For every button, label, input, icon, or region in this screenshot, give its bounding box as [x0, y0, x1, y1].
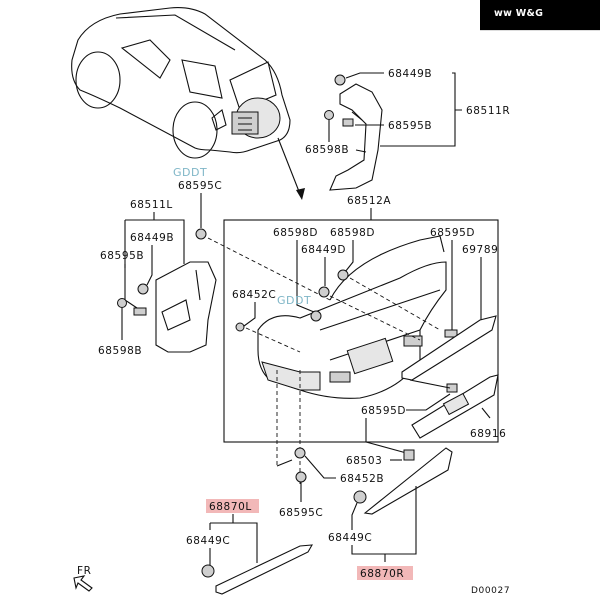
part-label-68449C-left: 68449C	[186, 535, 230, 547]
screw-icon	[444, 329, 458, 338]
part-label-68916: 68916	[470, 428, 506, 440]
part-label-68452C: 68452C	[232, 289, 276, 301]
part-label-68449B: 68449B	[388, 68, 432, 80]
screw-icon	[295, 471, 307, 483]
right-pillar-group: 68449B 68595B 68511R 68598B	[305, 68, 510, 191]
part-label-68598B: 68598B	[305, 144, 349, 156]
front-indicator: FR	[73, 565, 93, 592]
mud-guard-right-group: 68449C 68870R	[328, 447, 453, 580]
clip-icon	[201, 564, 215, 578]
clip-icon	[353, 490, 367, 504]
part-label-68595B-left: 68595B	[100, 250, 144, 262]
screw-icon	[446, 383, 458, 393]
part-label-68595D-top: 68595D	[430, 227, 475, 239]
part-label-68595C-top: 68595C	[178, 180, 222, 192]
fastener-icon	[403, 449, 415, 461]
part-label-68870L: 68870L	[209, 501, 252, 513]
screw-icon	[195, 228, 207, 240]
part-label-68595B: 68595B	[388, 120, 432, 132]
watermark: GDDT	[277, 294, 311, 307]
garnish-upper	[401, 315, 497, 381]
bumper-group-frame	[223, 219, 499, 443]
part-label-68870R: 68870R	[360, 568, 404, 580]
mud-guard-left	[215, 544, 313, 595]
mud-guard-right	[363, 447, 453, 515]
left-pillar-group: 68511L 68449B 68595B 68598B	[98, 199, 217, 357]
grommet-icon	[310, 310, 322, 322]
highlight-68870L	[206, 499, 259, 513]
highlight-68870R	[357, 566, 413, 580]
clip-icon	[334, 74, 346, 86]
brand-logo-text: ᴡᴡ W&G	[494, 8, 544, 19]
screw-icon	[342, 118, 354, 127]
part-label-68598B-left: 68598B	[98, 345, 142, 357]
grommet-icon	[324, 110, 334, 120]
part-label-68511R: 68511R	[466, 105, 510, 117]
part-label-68595D-bottom: 68595D	[361, 405, 406, 417]
diagram-code: D00027	[471, 586, 510, 596]
bumper-group: 68598D 68598D 68449D 68595D 69789 68452C	[232, 227, 506, 440]
mud-guard-left-group: 68870L 68449C	[186, 499, 313, 595]
part-label-69789: 69789	[462, 244, 498, 256]
front-label: FR	[77, 565, 92, 577]
arrow-front-icon	[73, 575, 93, 592]
part-label-68449D: 68449D	[301, 244, 346, 256]
clip-icon	[318, 286, 330, 298]
vehicle-illustration	[71, 7, 305, 200]
grommet-icon	[117, 298, 127, 308]
part-label-68512A: 68512A	[347, 195, 391, 207]
watermark: GDDT	[173, 166, 207, 179]
bottom-fasteners: 68503 68452B 68595C	[276, 370, 415, 519]
part-label-68511L: 68511L	[130, 199, 173, 211]
part-label-68449C-right: 68449C	[328, 532, 372, 544]
brand-logo: ᴡᴡ W&G	[480, 0, 600, 30]
screw-icon	[133, 307, 147, 316]
part-label-68595C-bottom: 68595C	[279, 507, 323, 519]
rivet-icon	[294, 447, 306, 459]
part-label-68598D-1: 68598D	[273, 227, 318, 239]
part-label-68503: 68503	[346, 455, 382, 467]
clip-icon	[137, 283, 149, 295]
rivet-icon	[235, 322, 245, 332]
part-label-68598D-2: 68598D	[330, 227, 375, 239]
grommet-icon	[337, 269, 349, 281]
part-label-68449B-left: 68449B	[130, 232, 174, 244]
part-label-68452B: 68452B	[340, 473, 384, 485]
brand-divider	[480, 30, 600, 31]
